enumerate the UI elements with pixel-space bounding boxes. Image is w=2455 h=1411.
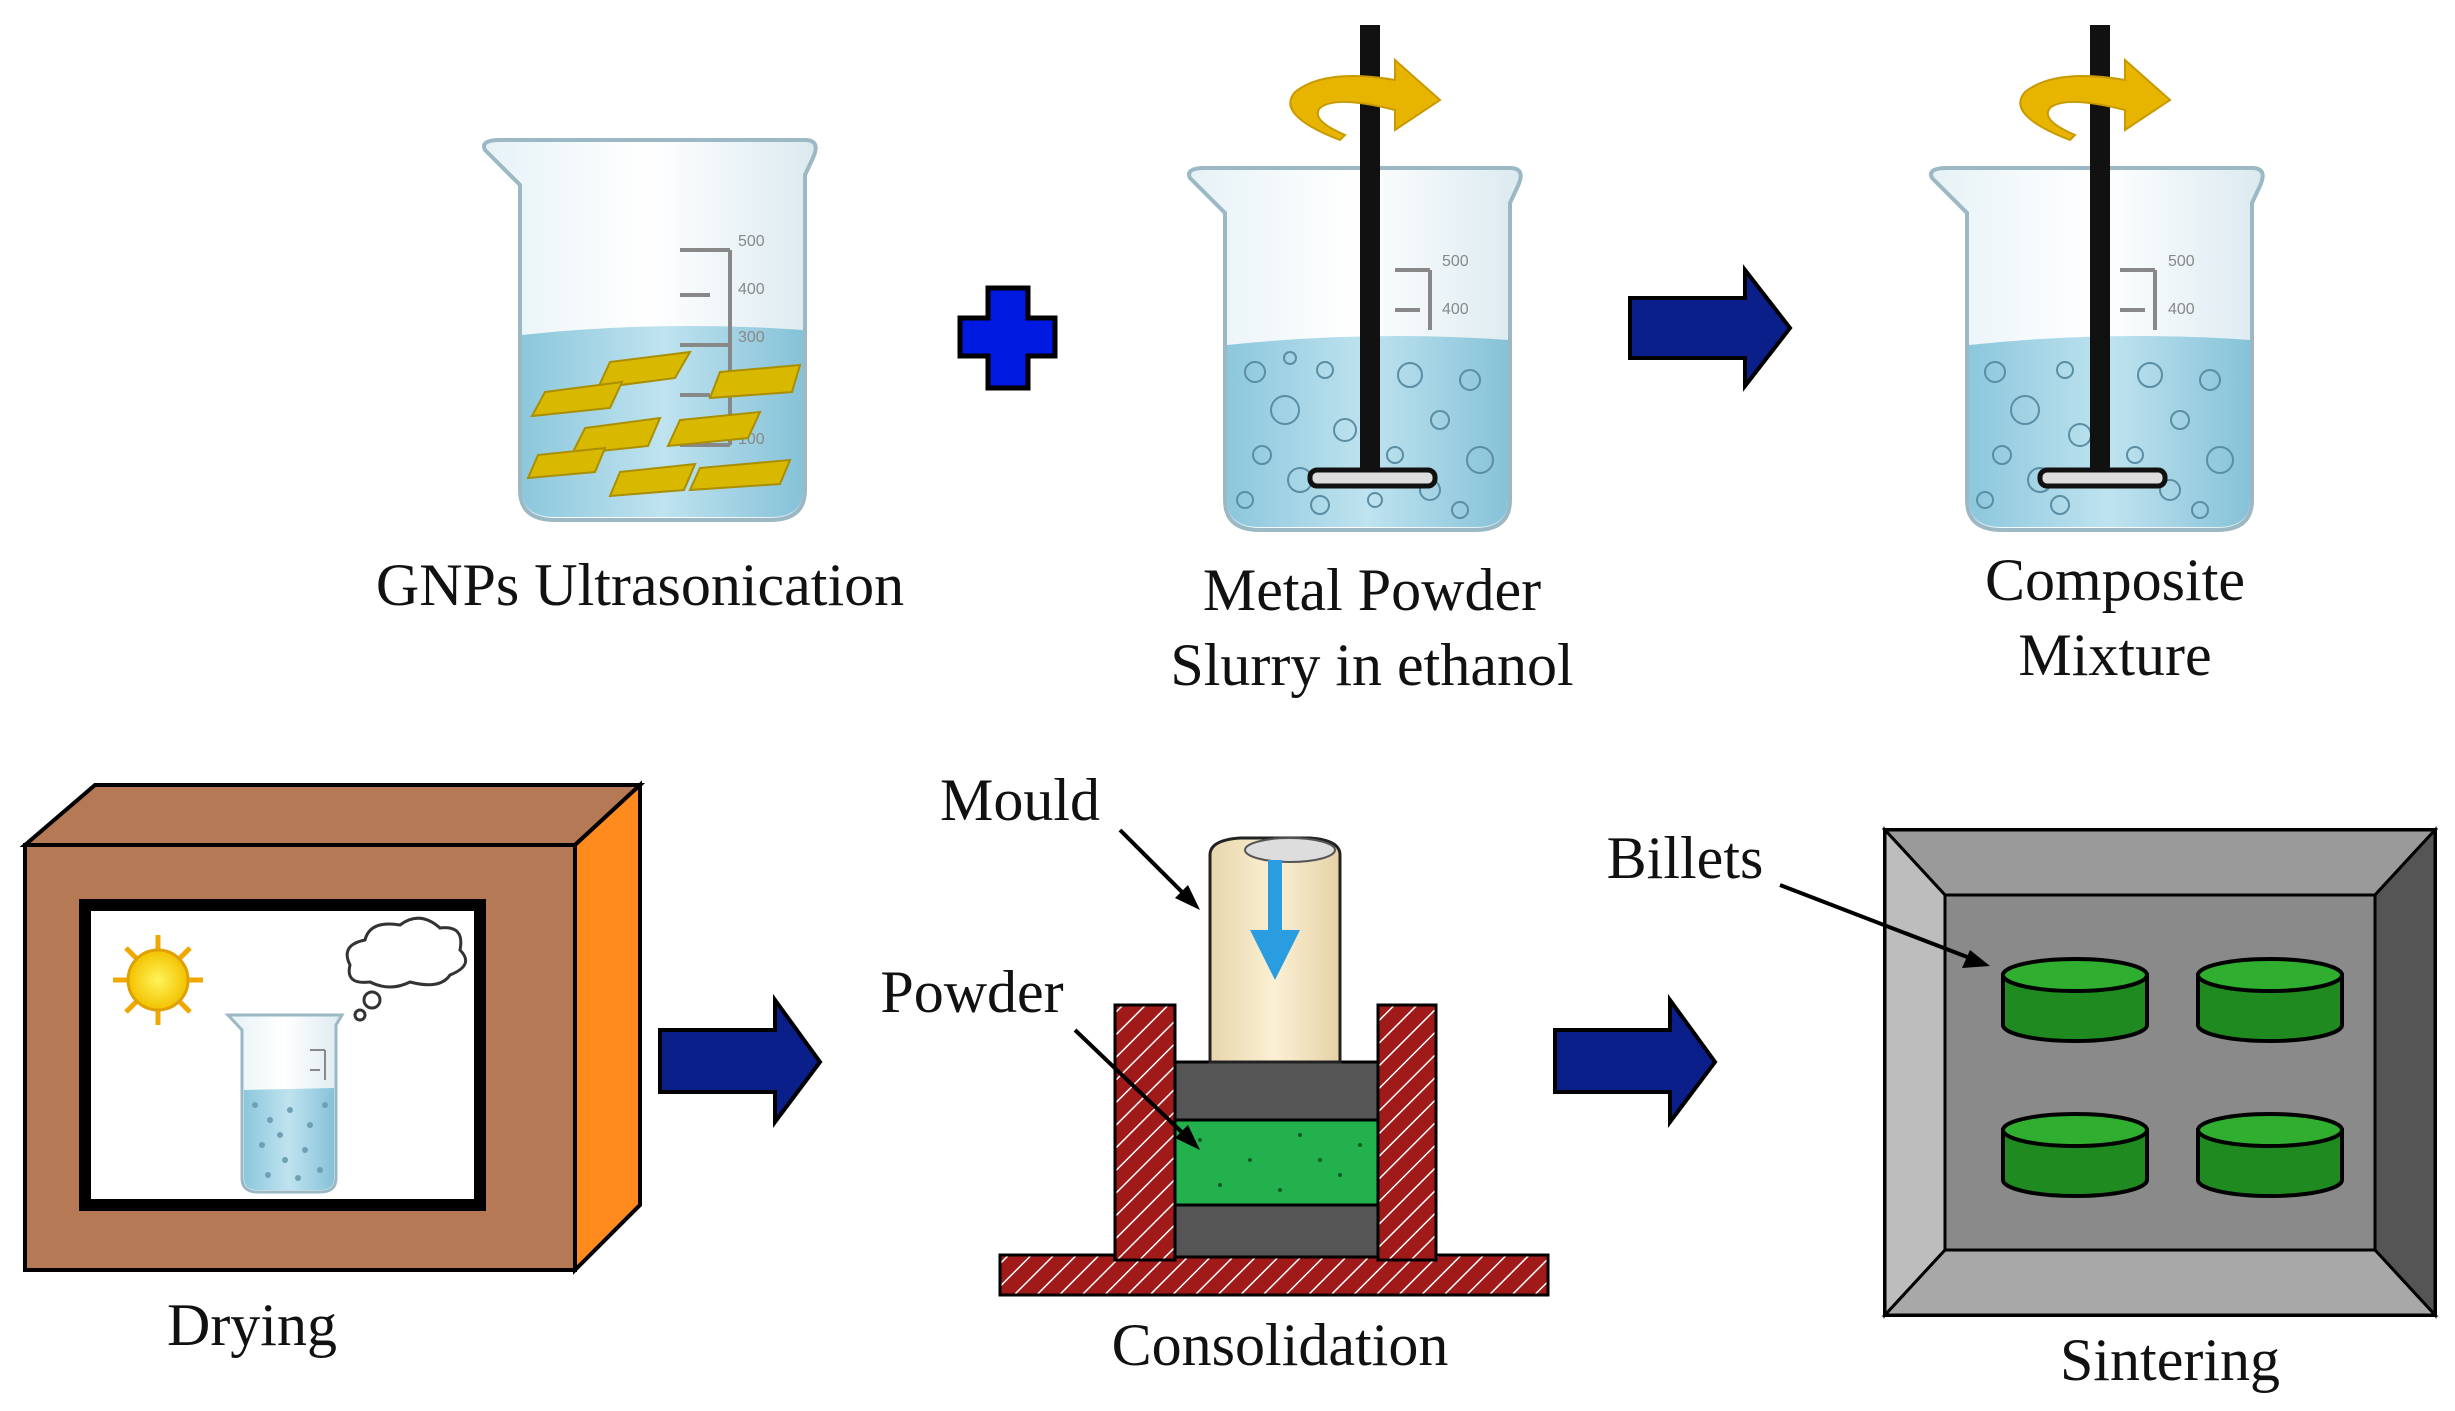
scale-400: 400 xyxy=(738,281,765,298)
drying-beaker xyxy=(224,1013,345,1194)
billet xyxy=(2001,957,2149,1043)
billet xyxy=(2196,1112,2344,1198)
drying-oven xyxy=(19,780,646,1275)
arrow-right-icon xyxy=(1553,993,1718,1128)
die-wall-left xyxy=(1113,1003,1177,1262)
leader-billets xyxy=(1779,883,1990,968)
beaker-gnps: 500 400 300 200 100 xyxy=(482,138,818,522)
arrow-right-icon xyxy=(1628,264,1793,392)
label-powder: Powder xyxy=(880,959,1063,1025)
press-down-arrow-icon xyxy=(1250,860,1300,980)
sun-icon xyxy=(113,935,203,1025)
scale-500: 500 xyxy=(1442,253,1469,270)
scale-400: 400 xyxy=(1442,301,1469,318)
scale-300: 300 xyxy=(738,329,765,346)
plus-icon xyxy=(957,285,1058,391)
bubbles xyxy=(1236,351,1494,519)
label-gnps-ultrasonication: GNPs Ultrasonication xyxy=(376,552,904,618)
scale-500: 500 xyxy=(2168,253,2195,270)
scale-marks xyxy=(680,248,732,447)
label-mixture: Mixture xyxy=(2018,622,2211,688)
scale-marks xyxy=(2120,268,2157,330)
sintering-furnace xyxy=(1881,826,2439,1319)
stirrer-shaft xyxy=(2090,25,2110,475)
press-base xyxy=(998,1253,1550,1297)
stirrer-rotation-icon xyxy=(2019,57,2172,142)
die-wall-right xyxy=(1376,1003,1438,1262)
beaker-metal: 500 400 xyxy=(1187,25,1523,532)
label-billets: Billets xyxy=(1607,825,1764,891)
gnp-flakes xyxy=(526,350,802,498)
leader-mould xyxy=(1118,828,1200,910)
label-drying: Drying xyxy=(167,1292,337,1358)
scale-400: 400 xyxy=(2168,301,2195,318)
arrow-right-icon xyxy=(658,993,823,1128)
oven-top xyxy=(19,783,646,847)
consolidation-press xyxy=(998,836,1550,1297)
label-consolidation: Consolidation xyxy=(1112,1312,1449,1378)
stirrer-shaft xyxy=(1360,25,1380,475)
lower-punch xyxy=(1173,1203,1380,1259)
label-slurry-in-ethanol: Slurry in ethanol xyxy=(1170,632,1573,698)
scale-marks xyxy=(1395,268,1432,330)
leader-powder xyxy=(1073,1028,1200,1150)
scale-500: 500 xyxy=(738,233,765,250)
furnace-chamber xyxy=(1943,893,2377,1252)
stirrer-blade xyxy=(2037,467,2168,489)
label-metal-powder: Metal Powder xyxy=(1203,557,1541,623)
powder-bed xyxy=(1173,1118,1380,1207)
bubbles xyxy=(1976,361,2234,519)
upper-block xyxy=(1173,1060,1380,1122)
oven-side xyxy=(573,780,642,1275)
label-sintering: Sintering xyxy=(2060,1327,2280,1393)
billet xyxy=(2001,1112,2149,1198)
label-mould: Mould xyxy=(940,767,1100,833)
stirrer-rotation-icon xyxy=(1289,57,1442,142)
stirrer-blade xyxy=(1307,467,1438,489)
label-composite: Composite xyxy=(1985,547,2245,613)
beaker-composite: 500 400 xyxy=(1929,25,2265,532)
billet xyxy=(2196,957,2344,1043)
cloud-icon xyxy=(345,916,468,1022)
